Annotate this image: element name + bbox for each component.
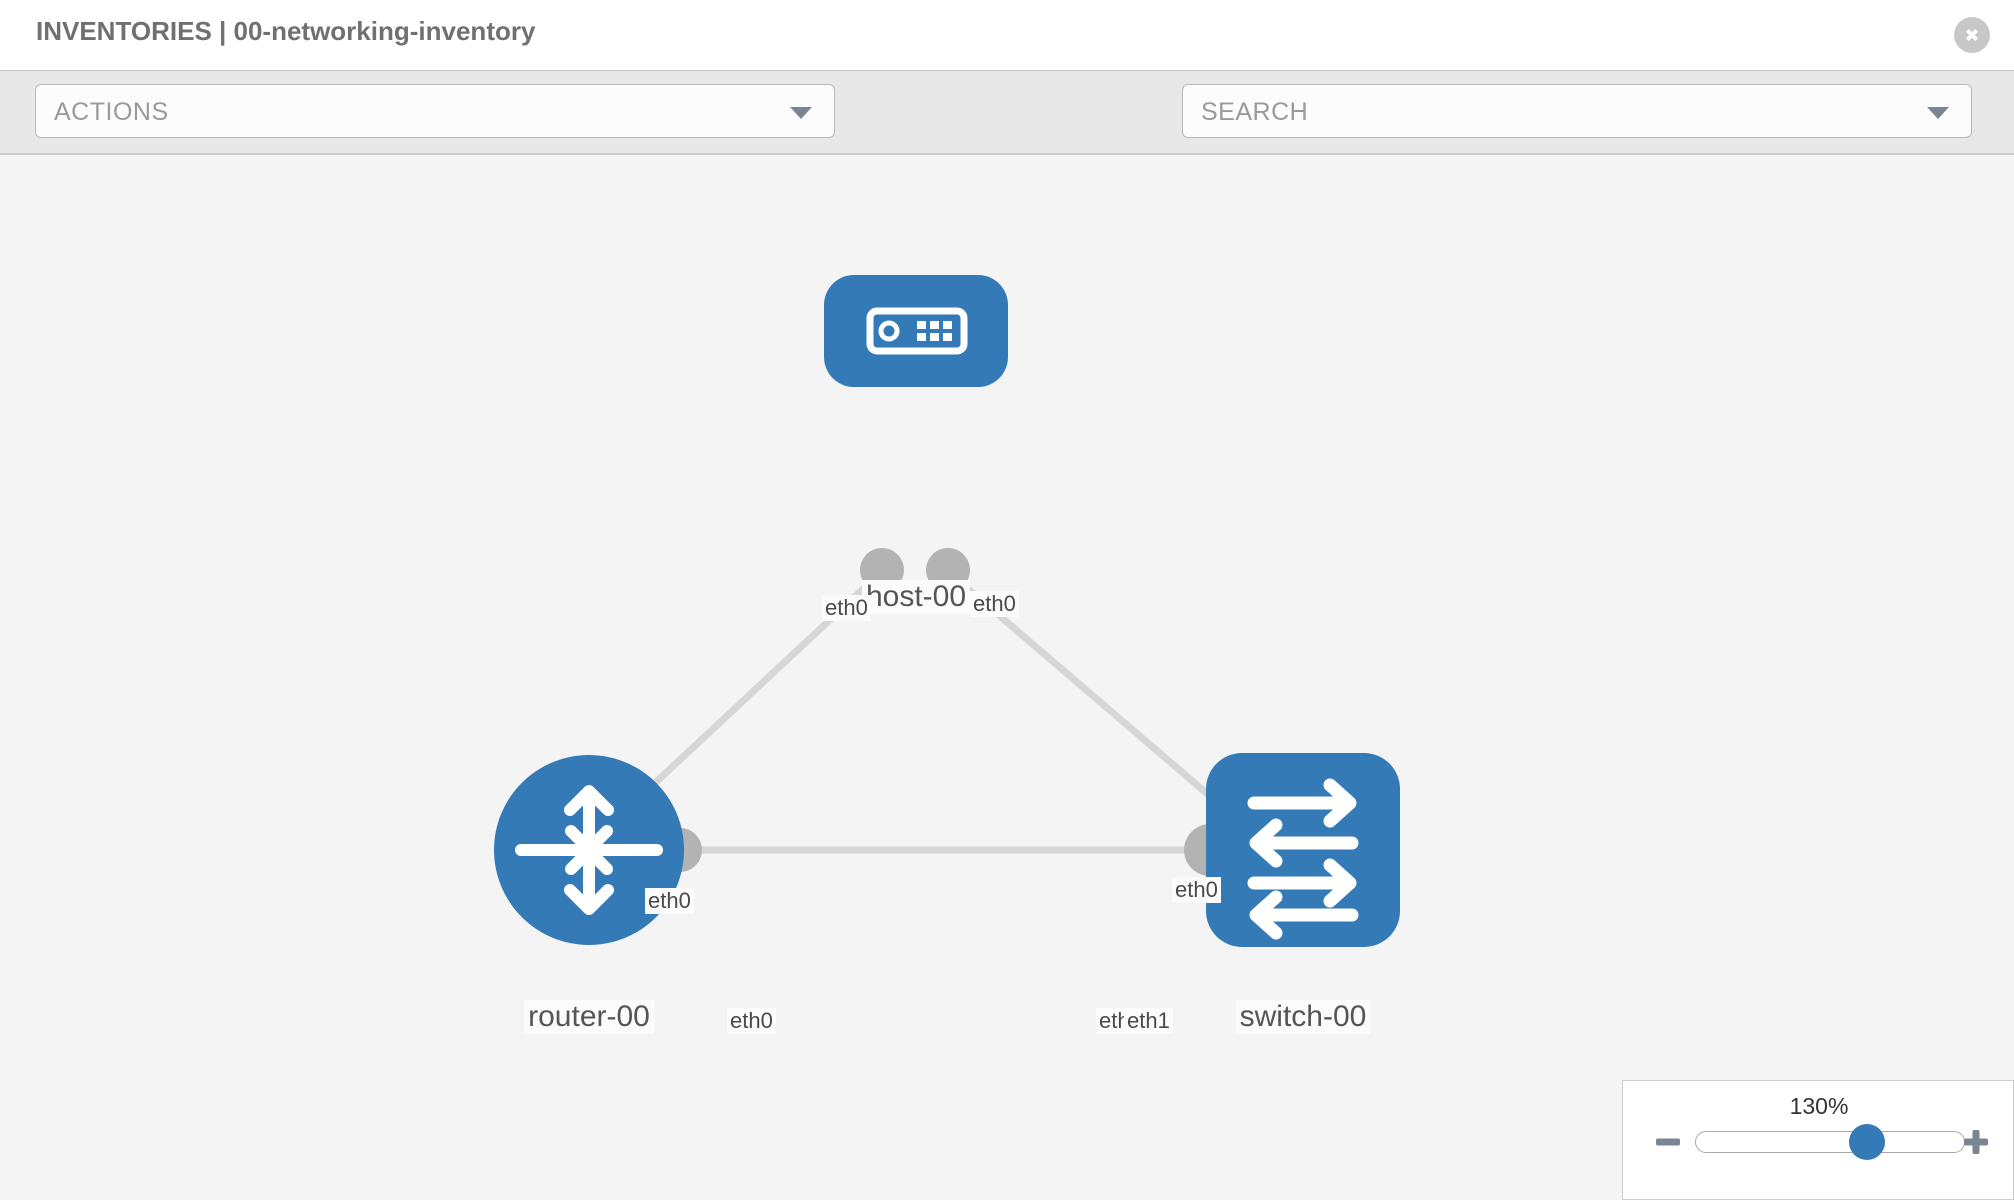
close-button[interactable] (1954, 17, 1990, 53)
actions-dropdown-label: ACTIONS (54, 98, 169, 126)
node-label-host-00: host-00 (861, 580, 971, 614)
node-label-router-00: router-00 (524, 1000, 654, 1034)
iface-label-switch-eth1: eth1 (1124, 1008, 1173, 1034)
page-header: INVENTORIES | 00-networking-inventory (0, 0, 2014, 70)
iface-label-router-eth0: eth0 (727, 1008, 776, 1034)
close-icon (1966, 29, 1978, 41)
iface-label-host-right: eth0 (970, 591, 1019, 617)
zoom-slider-thumb[interactable] (1849, 1124, 1885, 1160)
search-input[interactable]: SEARCH (1182, 84, 1972, 138)
link-layer (607, 572, 1238, 854)
zoom-in-button[interactable] (1961, 1127, 1991, 1157)
toolbar: ACTIONS SEARCH (0, 70, 2014, 196)
chevron-down-icon (790, 107, 812, 119)
page-title: INVENTORIES | 00-networking-inventory (36, 16, 536, 46)
actions-dropdown[interactable]: ACTIONS (35, 84, 835, 138)
iface-label-switch-uplink: eth0 (1172, 877, 1221, 903)
chevron-down-icon (1927, 107, 1949, 119)
zoom-control-panel: 130% (1622, 1080, 2014, 1200)
search-placeholder: SEARCH (1201, 98, 1309, 126)
zoom-out-button[interactable] (1653, 1127, 1683, 1157)
plus-icon (1964, 1130, 1988, 1154)
node-switch-00[interactable] (1206, 753, 1400, 947)
minus-icon (1656, 1138, 1680, 1146)
server-icon (866, 307, 968, 355)
switch-icon (1247, 778, 1359, 940)
zoom-level-value: 130% (1789, 1093, 1849, 1119)
topology-graph (494, 275, 1400, 947)
iface-label-host-left: eth0 (822, 595, 871, 621)
topology-canvas[interactable]: host-00 router-00 switch-00 eth0 eth0 et… (0, 155, 2014, 1200)
node-host-00[interactable] (824, 275, 1008, 387)
iface-label-router-uplink: eth0 (645, 888, 694, 914)
node-label-switch-00: switch-00 (1235, 1000, 1371, 1034)
router-icon (515, 785, 663, 915)
zoom-slider-track[interactable] (1695, 1131, 1965, 1153)
node-router-00[interactable] (494, 755, 684, 945)
